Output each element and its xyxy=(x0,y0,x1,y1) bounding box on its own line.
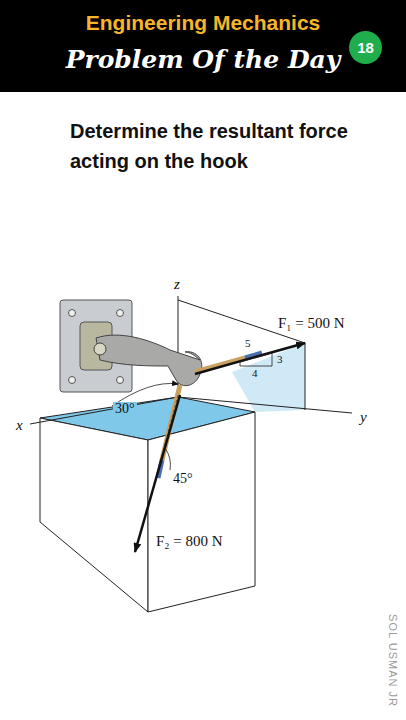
slope-number: 5 xyxy=(243,338,253,349)
pin xyxy=(94,343,106,355)
slope-triangle xyxy=(240,353,272,366)
rope xyxy=(195,358,245,372)
slope-number: 3 xyxy=(275,354,285,365)
angle-label: 30° xyxy=(113,402,137,416)
plane-edge xyxy=(305,343,306,410)
x-axis xyxy=(30,397,178,424)
hook xyxy=(96,335,202,386)
y-axis xyxy=(178,397,352,413)
bolt-hole xyxy=(117,310,124,317)
block-face xyxy=(40,418,148,612)
header-title: Engineering Mechanics xyxy=(0,11,406,35)
angle-label: 45° xyxy=(171,472,195,486)
problem-number: 18 xyxy=(349,31,382,64)
axis-label: z xyxy=(172,277,182,292)
watermark: SOL USMAN JR xyxy=(387,612,398,709)
bolt-hole xyxy=(69,377,76,384)
projection-line xyxy=(158,395,178,470)
axis-label: x xyxy=(14,418,25,433)
force-label: F₁ = 500 N xyxy=(276,316,347,331)
bolt-hole xyxy=(69,310,76,317)
angle-arc-45 xyxy=(165,448,170,470)
header-subtitle: Problem Of the Day xyxy=(0,45,406,74)
header-band: Engineering MechanicsProblem Of the Day1… xyxy=(0,0,406,92)
bolt-hole xyxy=(117,377,124,384)
force-label: F₂ = 800 N xyxy=(154,534,225,549)
slope-number: 4 xyxy=(250,368,260,379)
axis-label: y xyxy=(358,410,369,425)
number-badge: 18 xyxy=(349,31,382,64)
problem-statement: Determine the resultant force acting on … xyxy=(70,116,370,176)
